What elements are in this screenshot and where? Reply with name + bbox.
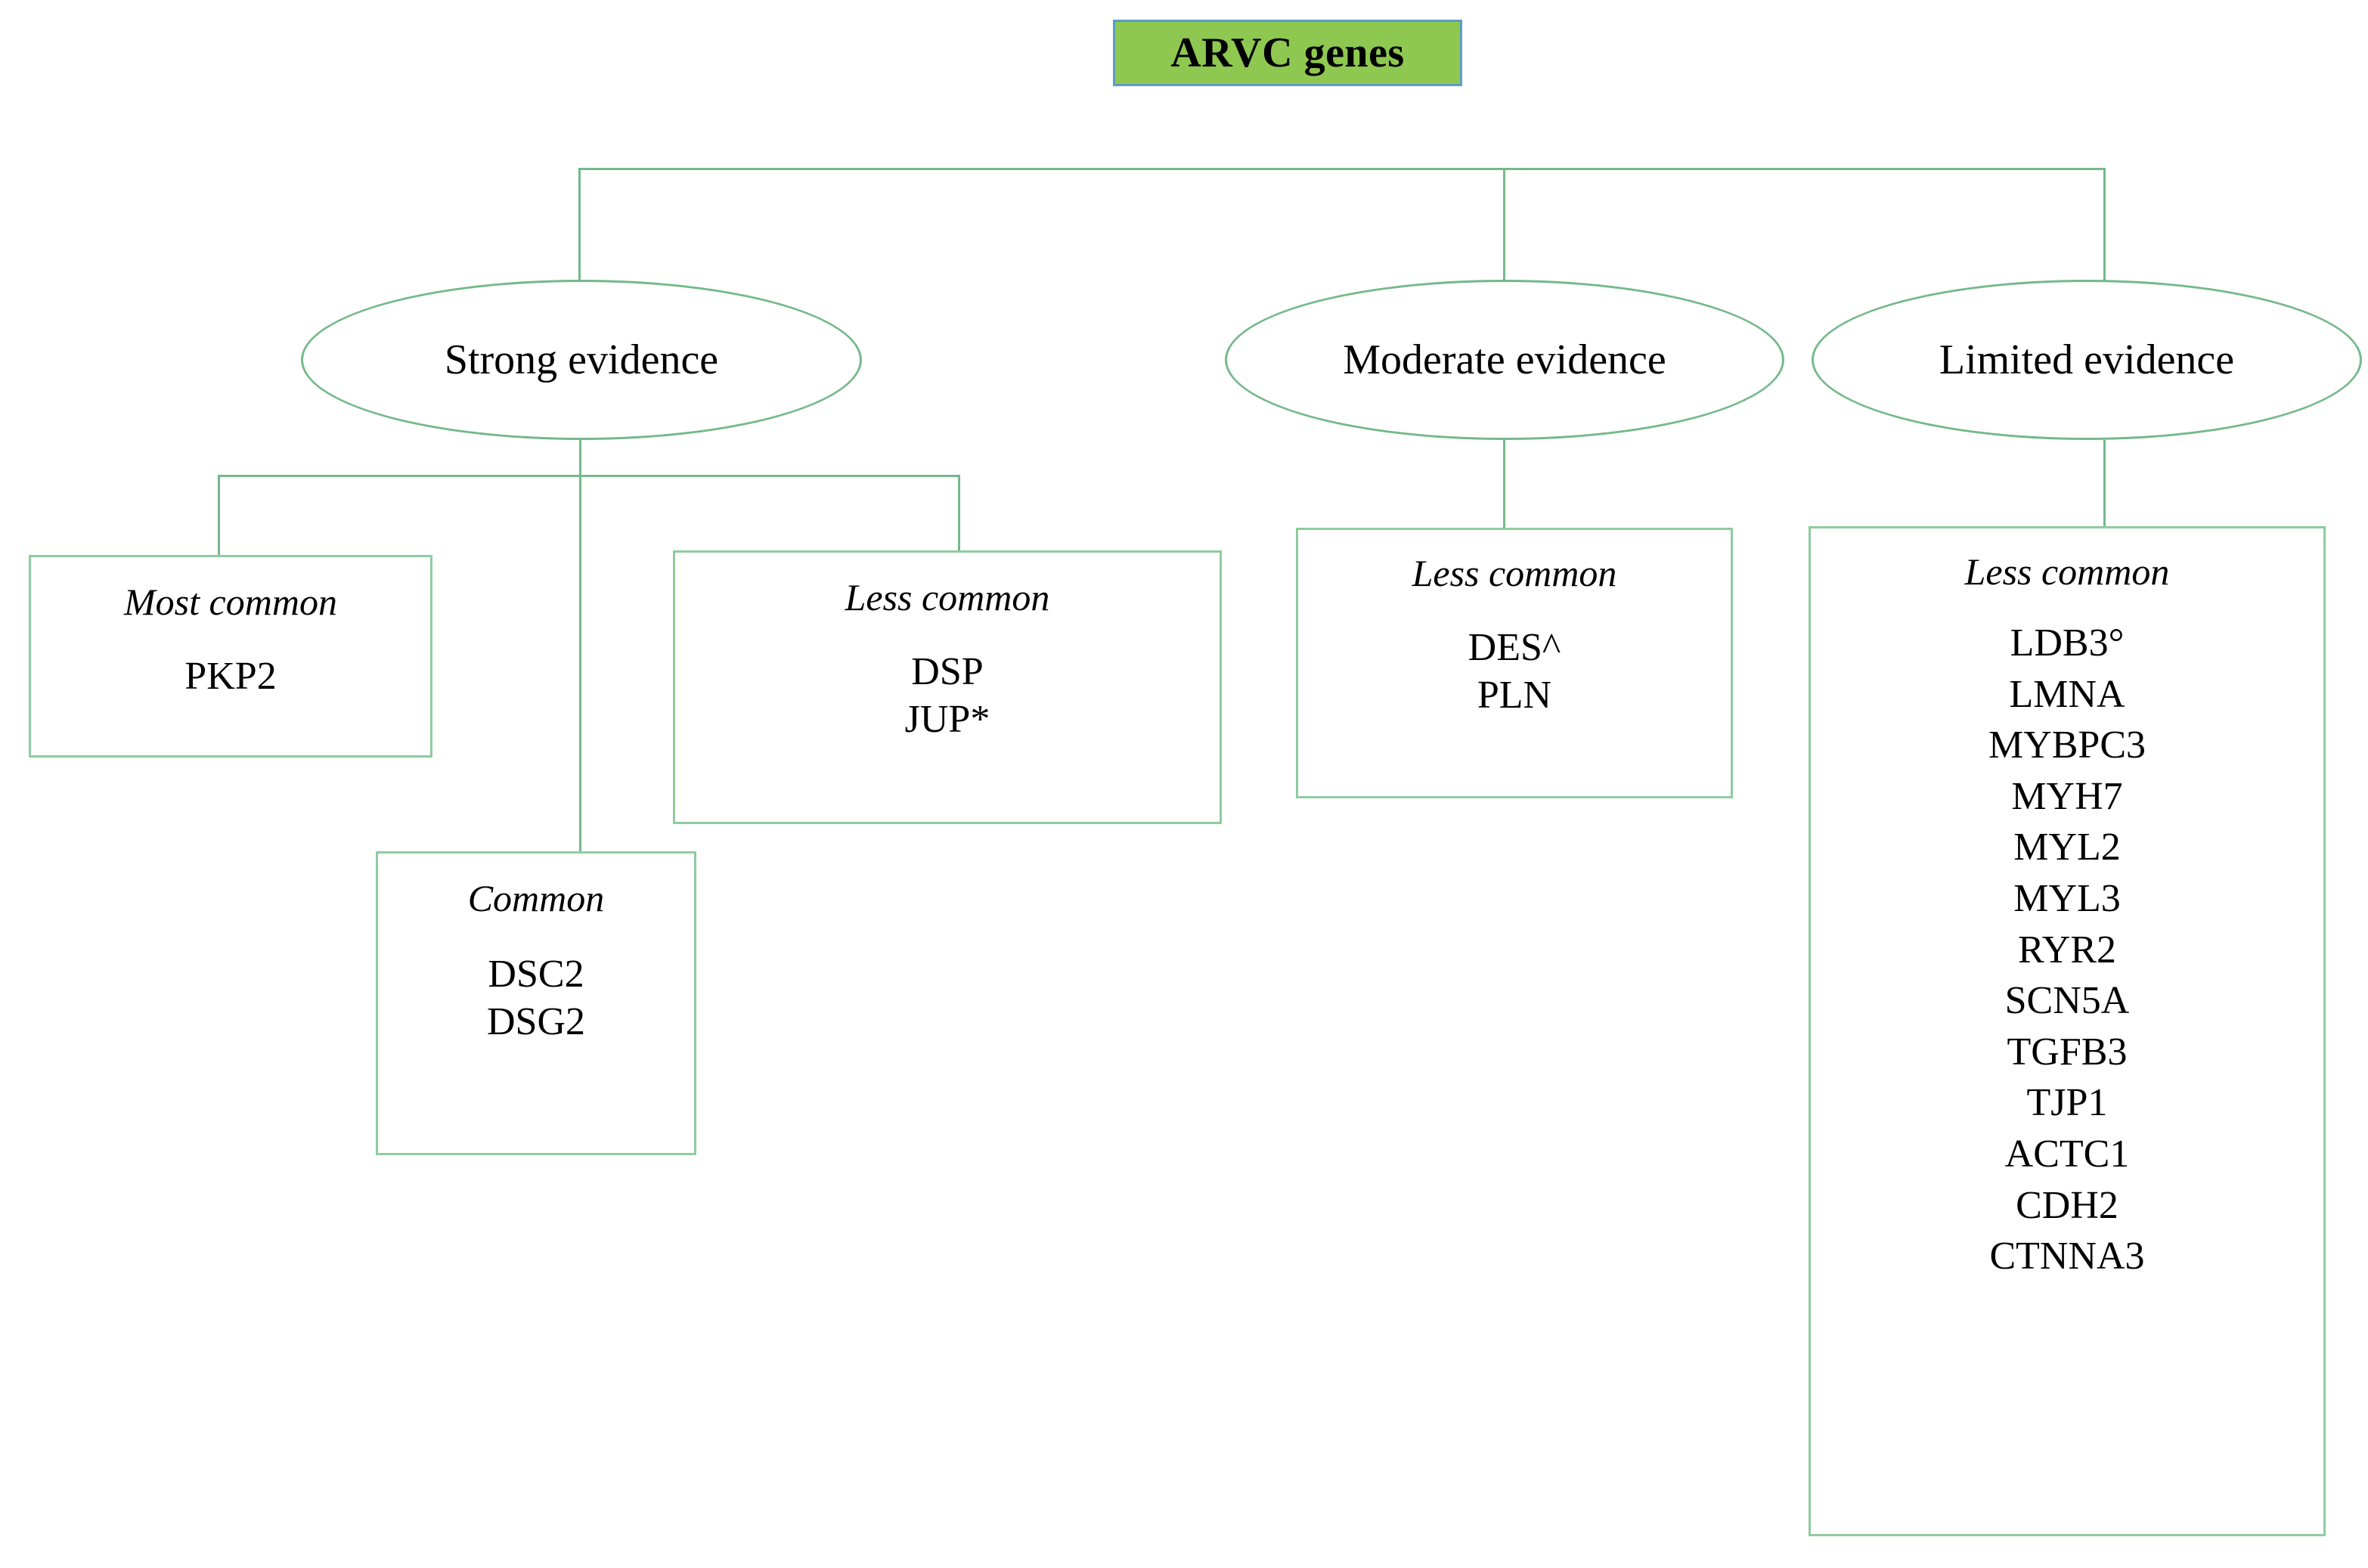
connector-strong-to-less-common [958,475,960,550]
gene-list-limited-less-common: LDB3° LMNA MYBPC3 MYH7 MYL2 MYL3 RYR2 SC… [1988,618,2146,1282]
node-limited-evidence-label: Limited evidence [1939,336,2235,383]
group-category-label: Common [467,877,605,919]
gene-list-strong-less-common: DSP JUP* [905,648,990,744]
connector-drop-limited [2103,168,2106,289]
connector-strong-stem [579,440,581,476]
gene-item: CTNNA3 [1989,1235,2145,1278]
connector-strong-to-most-common [218,475,220,556]
gene-item: SCN5A [2004,979,2130,1023]
connector-root-spine [578,168,2106,170]
group-box-moderate-less-common: Less common DES^ PLN [1296,528,1733,798]
gene-item: LMNA [2009,672,2125,716]
gene-item: MYL2 [2013,826,2121,869]
group-category-label: Most common [124,581,337,623]
connector-limited-to-less-common [2103,440,2106,528]
gene-item: MYH7 [2011,774,2123,818]
node-moderate-evidence-label: Moderate evidence [1343,336,1666,383]
group-category-label: Less common [845,576,1050,618]
gene-item: ACTC1 [2004,1132,2130,1176]
gene-item: TJP1 [2026,1081,2108,1125]
gene-list-strong-common: DSC2 DSG2 [487,950,585,1046]
group-box-strong-common: Common DSC2 DSG2 [376,851,696,1155]
gene-item: PKP2 [184,655,277,698]
node-strong-evidence: Strong evidence [301,280,862,440]
gene-item: DSP [911,650,984,693]
connector-strong-fanbar [218,475,960,477]
node-strong-evidence-label: Strong evidence [444,336,719,383]
gene-item: DSC2 [488,953,584,996]
group-box-limited-less-common: Less common LDB3° LMNA MYBPC3 MYH7 MYL2 … [1809,526,2326,1536]
node-limited-evidence: Limited evidence [1812,280,2362,440]
group-category-label: Less common [1964,550,2170,593]
gene-list-moderate-less-common: DES^ PLN [1468,624,1561,720]
root-node-label: ARVC genes [1170,29,1405,76]
connector-drop-strong [578,168,581,289]
gene-item: PLN [1477,674,1552,717]
gene-item: CDH2 [2016,1183,2118,1227]
root-node-arvc-genes: ARVC genes [1113,20,1462,86]
group-box-strong-less-common: Less common DSP JUP* [673,550,1222,824]
connector-strong-to-common [579,475,581,853]
group-box-strong-most-common: Most common PKP2 [29,555,432,758]
group-category-label: Less common [1412,552,1617,594]
gene-item: LDB3° [2010,621,2125,665]
connector-moderate-to-less-common [1503,440,1505,529]
gene-item: RYR2 [2017,928,2117,971]
node-moderate-evidence: Moderate evidence [1225,280,1784,440]
connector-drop-moderate [1503,168,1505,289]
gene-item: JUP* [904,698,990,742]
gene-item: TGFB3 [2007,1030,2128,1074]
gene-item: MYL3 [2013,876,2121,920]
gene-list-strong-most-common: PKP2 [184,652,276,700]
gene-item: MYBPC3 [1988,724,2146,767]
gene-item: DSG2 [486,1000,586,1044]
gene-item: DES^ [1468,626,1561,669]
